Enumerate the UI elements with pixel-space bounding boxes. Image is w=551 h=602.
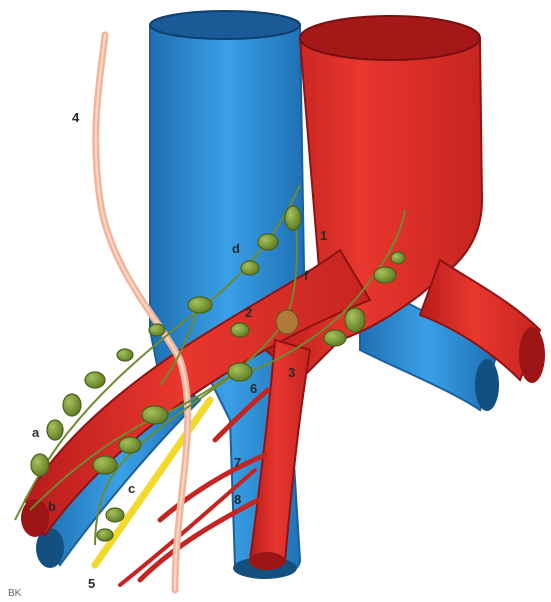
label-3: 3: [288, 365, 295, 380]
lymph-node: [93, 456, 117, 474]
artery-top-opening: [300, 16, 480, 60]
label-2: 2: [245, 305, 252, 320]
lymph-node: [47, 420, 63, 440]
lymph-node: [345, 308, 365, 332]
lymph-node: [31, 454, 49, 476]
artery-internal-opening: [249, 552, 285, 570]
label-4: 4: [72, 110, 80, 125]
lymph-node: [106, 508, 124, 522]
lymph-node: [374, 267, 396, 283]
label-1: 1: [320, 228, 327, 243]
artery-right-opening: [519, 327, 545, 383]
vein-top-opening: [150, 11, 300, 39]
lymph-node: [228, 363, 252, 381]
lymph-node: [285, 206, 301, 230]
lymph-node: [142, 406, 168, 424]
lymph-node: [391, 252, 405, 264]
label-5: 5: [88, 576, 95, 591]
lymph-node: [231, 323, 249, 337]
lymph-node: [117, 349, 133, 361]
lymph-node: [241, 261, 259, 275]
lymph-node-f: [276, 310, 298, 334]
label-f: f: [304, 268, 309, 283]
watermark: BK: [8, 588, 22, 599]
label-6: 6: [250, 381, 257, 396]
lymph-node: [97, 529, 113, 541]
lymph-node: [324, 330, 346, 346]
lymph-node: [85, 372, 105, 388]
lymph-node: [119, 437, 141, 453]
lymph-node: [63, 394, 81, 416]
label-a: a: [32, 425, 40, 440]
lymph-node: [188, 297, 212, 313]
lymph-node: [258, 234, 278, 250]
label-c: c: [128, 481, 135, 496]
lymph-node: [149, 324, 165, 336]
vein-right-opening: [475, 359, 499, 411]
label-7: 7: [234, 455, 241, 470]
label-b: b: [48, 499, 56, 514]
label-d: d: [232, 241, 240, 256]
label-8: 8: [234, 492, 241, 507]
